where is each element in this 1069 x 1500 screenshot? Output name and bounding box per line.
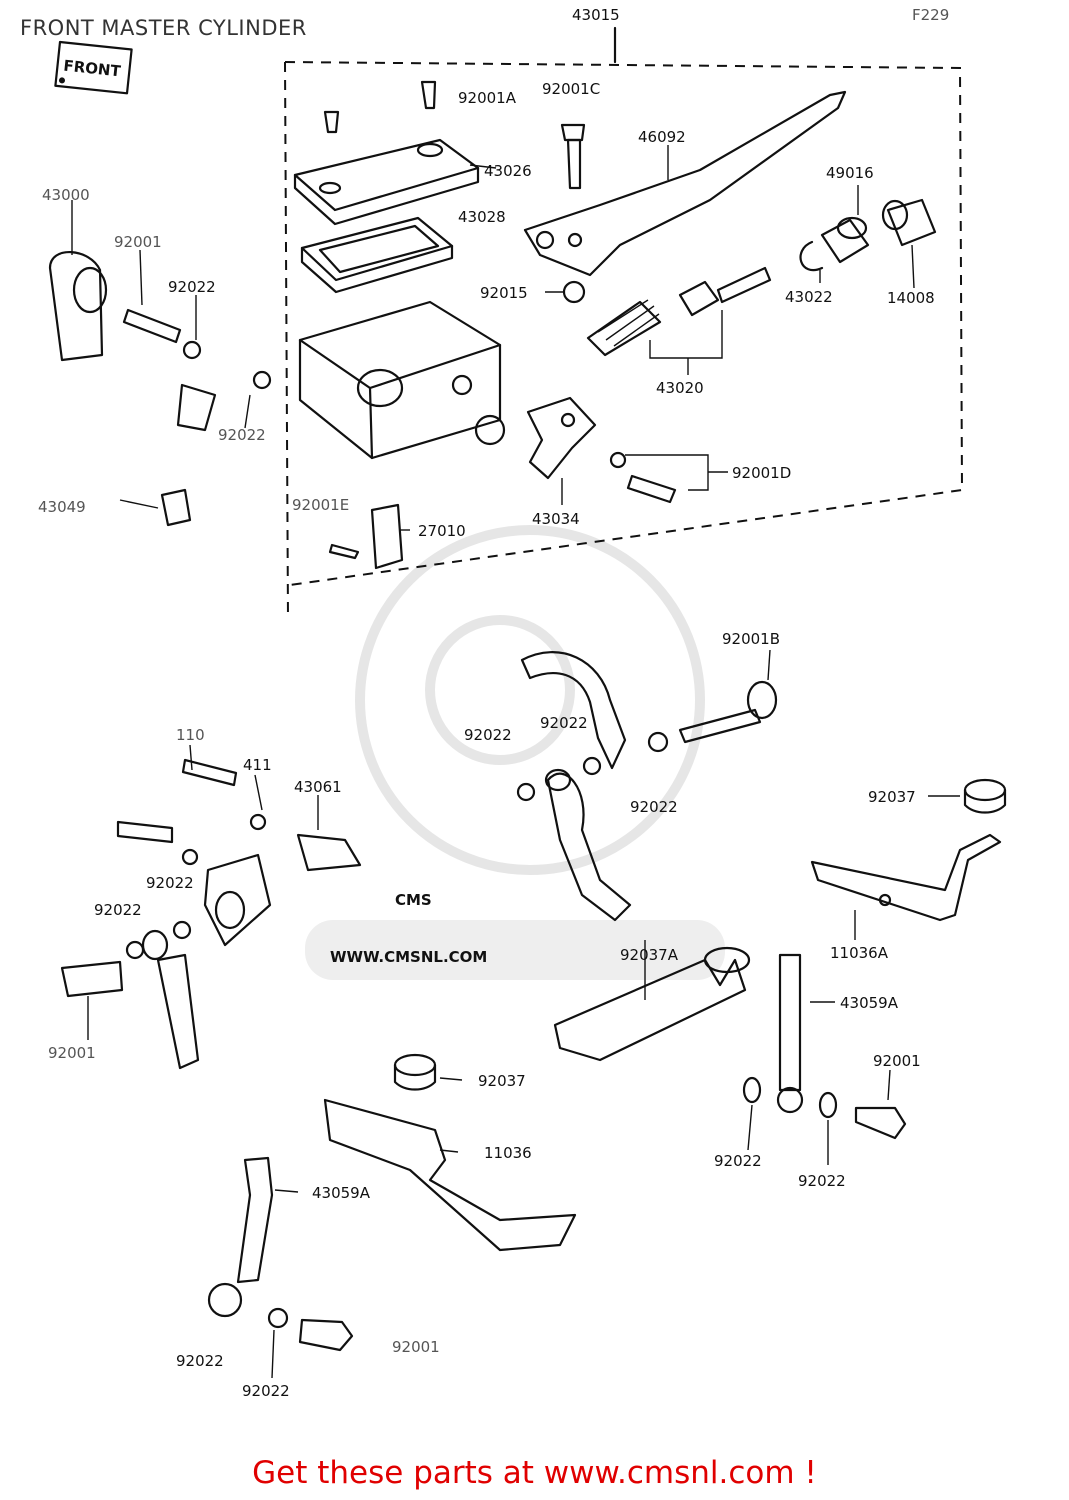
- part-label: 46092: [638, 128, 686, 146]
- part-label: 11036A: [830, 944, 889, 962]
- part-label: 92037: [478, 1072, 526, 1090]
- leader-lines: [71, 145, 960, 1379]
- part-label: 92022: [464, 726, 512, 744]
- brake-hose-right: [742, 953, 907, 1140]
- part-label: 92001C: [542, 80, 600, 98]
- part-label: 92022: [218, 426, 266, 444]
- brake-switch: [328, 503, 404, 570]
- handlebar-clamp-left: [48, 251, 272, 527]
- cap-screws: [323, 80, 586, 190]
- part-label: 92022: [168, 278, 216, 296]
- front-marker: FRONT: [54, 40, 133, 95]
- part-label: 43015: [572, 6, 620, 24]
- part-label: 411: [243, 756, 272, 774]
- page-title: FRONT MASTER CYLINDER: [20, 16, 307, 40]
- lever-nut: [562, 280, 586, 304]
- part-label: 92022: [630, 798, 678, 816]
- circlip: [799, 240, 824, 272]
- part-label: 92001: [48, 1044, 96, 1062]
- part-label: 43061: [294, 778, 342, 796]
- part-label: 43034: [532, 510, 580, 528]
- grommet-right: [963, 778, 1007, 814]
- part-label: 92022: [540, 714, 588, 732]
- piston-assembly: [586, 266, 772, 375]
- part-label: 43028: [458, 208, 506, 226]
- part-label: 43059A: [312, 1184, 371, 1202]
- part-label: 92037A: [620, 946, 679, 964]
- piston-cap: [881, 198, 937, 247]
- watermark-url: WWW.CMSNL.COM: [330, 948, 487, 966]
- part-label: 43020: [656, 379, 704, 397]
- part-label: 49016: [826, 164, 874, 182]
- hose-bracket-lower: [323, 1098, 577, 1252]
- part-label: 92001: [873, 1052, 921, 1070]
- hose-clamp: [553, 946, 751, 1062]
- brake-lever: [523, 90, 847, 277]
- reservoir-cap: [293, 138, 480, 226]
- grommet-middle: [393, 1053, 437, 1091]
- assembly-frame: [284, 26, 964, 621]
- hose-bracket-right: [810, 833, 1002, 922]
- watermark-logo-text: CMS: [395, 891, 432, 909]
- dust-boot: [820, 216, 870, 264]
- part-label: 11036: [484, 1144, 532, 1162]
- part-label: 27010: [418, 522, 466, 540]
- part-label: 92015: [480, 284, 528, 302]
- master-cylinder-body: [298, 300, 506, 460]
- part-label: 43059A: [840, 994, 899, 1012]
- part-label: 92022: [242, 1382, 290, 1400]
- reservoir-diaphragm: [300, 216, 454, 294]
- part-labels: 43015 92001A 92001C 43026 46092 43028 49…: [38, 6, 935, 1400]
- part-label: 92001D: [732, 464, 791, 482]
- watermark: CMS WWW.CMSNL.COM: [305, 525, 725, 980]
- part-label: 92022: [146, 874, 194, 892]
- part-label: 43022: [785, 288, 833, 306]
- switch-bracket: [526, 396, 728, 504]
- part-label: 14008: [887, 289, 935, 307]
- part-label: 92001: [114, 233, 162, 251]
- brake-hose-upper: [516, 651, 778, 922]
- part-label: 43000: [42, 186, 90, 204]
- footer-link[interactable]: Get these parts at www.cmsnl.com !: [252, 1455, 817, 1491]
- diagram-code: F229: [912, 6, 949, 24]
- part-label: 92001: [392, 1338, 440, 1356]
- hose-joint-left: [60, 758, 362, 1070]
- brake-hose-lower: [207, 1156, 354, 1352]
- front-marker-label: FRONT: [63, 57, 123, 81]
- part-label: 92001A: [458, 89, 517, 107]
- part-label: 92022: [176, 1352, 224, 1370]
- part-label: 92001E: [292, 496, 349, 514]
- part-label: 43026: [484, 162, 532, 180]
- part-label: 43049: [38, 498, 86, 516]
- part-label: 92037: [868, 788, 916, 806]
- part-label: 92001B: [722, 630, 780, 648]
- part-label: 110: [176, 726, 205, 744]
- part-label: 92022: [94, 901, 142, 919]
- part-label: 92022: [798, 1172, 846, 1190]
- part-label: 92022: [714, 1152, 762, 1170]
